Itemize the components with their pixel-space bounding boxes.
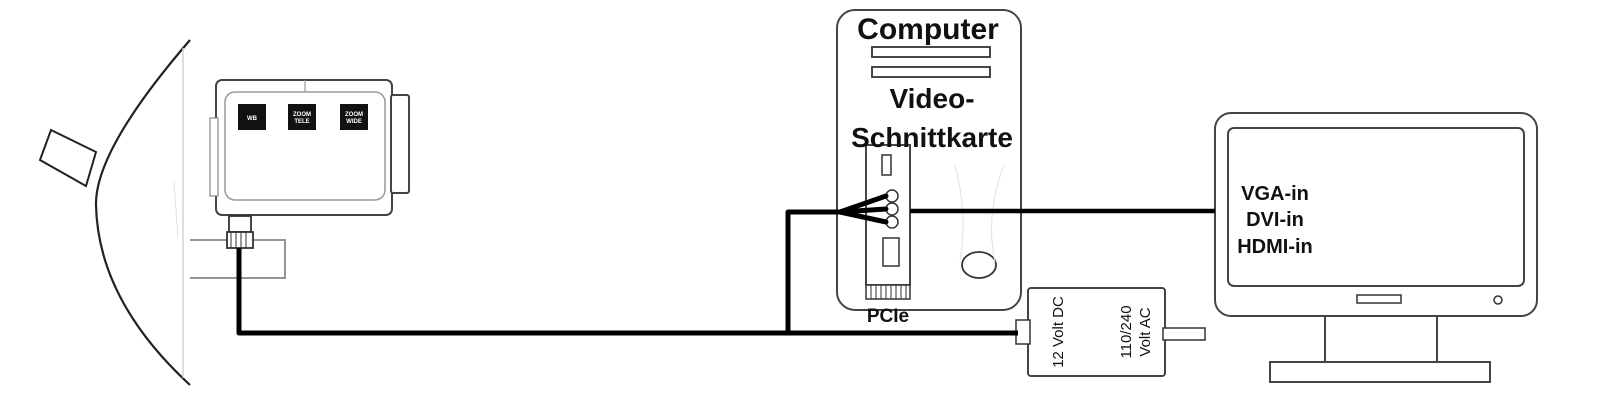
psu-ac-label-line2: Volt AC: [1137, 307, 1154, 356]
video-cable: [236, 209, 1018, 336]
monitor: [1214, 112, 1538, 383]
zoom-tele-button: ZOOM TELE: [288, 104, 316, 130]
svg-text:ZOOM: ZOOM: [345, 112, 363, 118]
card-connector-fanout: [837, 193, 889, 225]
power-supply: [1015, 287, 1206, 377]
video-card-label-line1: Video-: [889, 83, 974, 114]
psu-dc-label: 12 Volt DC: [1050, 296, 1067, 368]
computer-title: Computer: [857, 13, 999, 46]
psu-ac-label-line1: 110/240: [1118, 305, 1135, 358]
monitor-input-hdmi: HDMI-in: [1237, 236, 1313, 258]
pcie-label: PCIe: [867, 306, 909, 327]
svg-text:ZOOM: ZOOM: [293, 112, 311, 118]
monitor-input-vga: VGA-in: [1241, 183, 1309, 205]
svg-text:TELE: TELE: [294, 119, 309, 125]
video-card: [865, 144, 911, 300]
monitor-input-dvi: DVI-in: [1246, 209, 1304, 231]
video-card-label-line2: Schnittkarte: [851, 122, 1013, 153]
camera-dome: [38, 39, 191, 386]
svg-text:WB: WB: [247, 116, 258, 122]
wb-button: WB: [238, 104, 266, 130]
computer-case: [836, 9, 1022, 311]
zoom-wide-button: ZOOM WIDE: [340, 104, 368, 130]
svg-text:WIDE: WIDE: [346, 119, 362, 125]
